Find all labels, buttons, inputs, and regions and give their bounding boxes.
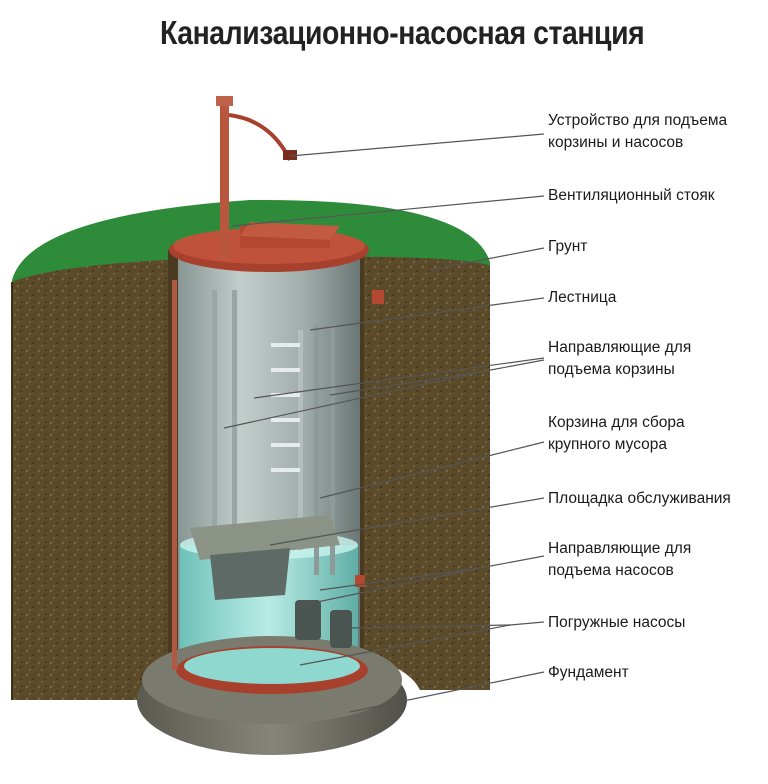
label-vent-riser: Вентиляционный стояк xyxy=(548,187,715,204)
label-platform: Площадка обслуживания xyxy=(548,490,731,507)
label-pumps: Погружные насосы xyxy=(548,614,686,631)
label-soil: Грунт xyxy=(548,238,588,255)
vent-riser xyxy=(220,100,229,260)
label-ladder: Лестница xyxy=(548,289,617,306)
debris-basket xyxy=(210,548,290,600)
label-foundation: Фундамент xyxy=(548,664,629,681)
service-platform xyxy=(190,515,340,560)
pump xyxy=(295,600,321,640)
diagram-title: Канализационно-насосная станция xyxy=(160,14,645,51)
